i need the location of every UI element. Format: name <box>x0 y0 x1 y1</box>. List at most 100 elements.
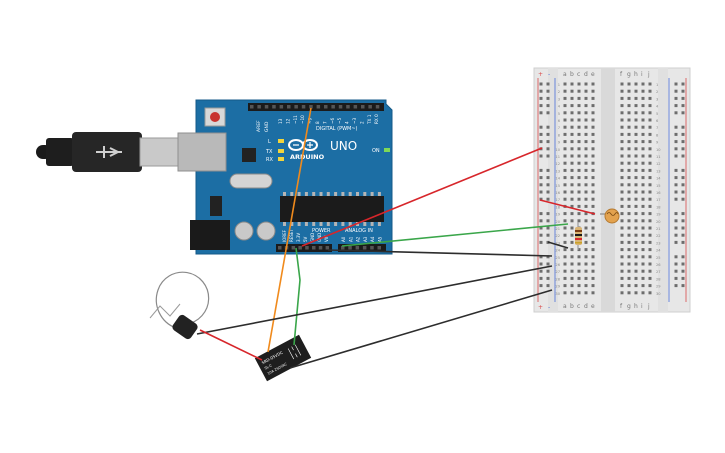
breadboard-hole[interactable] <box>563 226 567 230</box>
rail-hole[interactable] <box>681 154 685 158</box>
arduino-uno-board[interactable]: L TX RX ON ARDUINO UNO DIGITAL (PWM~) 13… <box>177 99 393 255</box>
breadboard-hole[interactable] <box>634 262 638 266</box>
breadboard-hole[interactable] <box>634 82 638 86</box>
breadboard-hole[interactable] <box>577 118 581 122</box>
breadboard-hole[interactable] <box>591 226 595 230</box>
breadboard-hole[interactable] <box>627 269 631 273</box>
breadboard-hole[interactable] <box>634 161 638 165</box>
breadboard-hole[interactable] <box>620 233 624 237</box>
breadboard-hole[interactable] <box>563 240 567 244</box>
rail-hole[interactable] <box>539 111 543 115</box>
rail-hole[interactable] <box>546 233 550 237</box>
breadboard-hole[interactable] <box>648 190 652 194</box>
breadboard-hole[interactable] <box>584 226 588 230</box>
breadboard-hole[interactable] <box>577 104 581 108</box>
breadboard-hole[interactable] <box>641 276 645 280</box>
rail-hole[interactable] <box>674 132 678 136</box>
rail-hole[interactable] <box>681 168 685 172</box>
breadboard-hole[interactable] <box>648 204 652 208</box>
breadboard-hole[interactable] <box>570 125 574 129</box>
breadboard-hole[interactable] <box>627 248 631 252</box>
breadboard-hole[interactable] <box>563 82 567 86</box>
breadboard-hole[interactable] <box>627 118 631 122</box>
breadboard-hole[interactable] <box>577 284 581 288</box>
breadboard-hole[interactable] <box>584 111 588 115</box>
breadboard-hole[interactable] <box>620 284 624 288</box>
rail-hole[interactable] <box>674 269 678 273</box>
breadboard-hole[interactable] <box>620 212 624 216</box>
breadboard-hole[interactable] <box>577 197 581 201</box>
rail-hole[interactable] <box>681 262 685 266</box>
breadboard-hole[interactable] <box>641 262 645 266</box>
breadboard-hole[interactable] <box>634 168 638 172</box>
breadboard-hole[interactable] <box>634 89 638 93</box>
breadboard-hole[interactable] <box>570 89 574 93</box>
breadboard-hole[interactable] <box>570 219 574 223</box>
breadboard-hole[interactable] <box>620 176 624 180</box>
rail-hole[interactable] <box>674 262 678 266</box>
breadboard-hole[interactable] <box>584 269 588 273</box>
breadboard-hole[interactable] <box>648 212 652 216</box>
header-hole[interactable] <box>355 246 360 250</box>
rail-hole[interactable] <box>539 269 543 273</box>
breadboard-hole[interactable] <box>641 132 645 136</box>
breadboard-hole[interactable] <box>563 183 567 187</box>
breadboard-hole[interactable] <box>620 276 624 280</box>
breadboard-hole[interactable] <box>584 284 588 288</box>
breadboard-hole[interactable] <box>627 183 631 187</box>
header-hole[interactable] <box>287 105 291 109</box>
breadboard-hole[interactable] <box>577 96 581 100</box>
breadboard-hole[interactable] <box>648 96 652 100</box>
breadboard-hole[interactable] <box>634 183 638 187</box>
rail-hole[interactable] <box>546 89 550 93</box>
breadboard-hole[interactable] <box>591 89 595 93</box>
breadboard-hole[interactable] <box>634 269 638 273</box>
breadboard-hole[interactable] <box>641 291 645 295</box>
breadboard-hole[interactable] <box>584 291 588 295</box>
breadboard-hole[interactable] <box>591 168 595 172</box>
breadboard-hole[interactable] <box>634 111 638 115</box>
breadboard-hole[interactable] <box>641 147 645 151</box>
breadboard-hole[interactable] <box>641 255 645 259</box>
breadboard-hole[interactable] <box>620 269 624 273</box>
rail-hole[interactable] <box>539 262 543 266</box>
rail-hole[interactable] <box>546 255 550 259</box>
breadboard-hole[interactable] <box>634 147 638 151</box>
header-hole[interactable] <box>250 105 254 109</box>
breadboard-hole[interactable] <box>627 89 631 93</box>
breadboard-hole[interactable] <box>648 262 652 266</box>
wire-green-5v-relay[interactable] <box>293 247 301 346</box>
breadboard-hole[interactable] <box>563 147 567 151</box>
breadboard-hole[interactable] <box>577 212 581 216</box>
breadboard-hole[interactable] <box>634 197 638 201</box>
relay-module[interactable]: SRD-05VDC SL-C 10A 250VAC <box>254 334 312 382</box>
rail-hole[interactable] <box>681 255 685 259</box>
breadboard-hole[interactable] <box>563 276 567 280</box>
breadboard-hole[interactable] <box>591 291 595 295</box>
header-hole[interactable] <box>294 105 298 109</box>
breadboard-hole[interactable] <box>648 248 652 252</box>
breadboard-hole[interactable] <box>577 140 581 144</box>
breadboard-hole[interactable] <box>627 204 631 208</box>
breadboard-hole[interactable] <box>648 240 652 244</box>
rail-hole[interactable] <box>539 125 543 129</box>
header-hole[interactable] <box>346 105 350 109</box>
breadboard-hole[interactable] <box>584 233 588 237</box>
breadboard-hole[interactable] <box>648 284 652 288</box>
header-hole[interactable] <box>312 246 316 250</box>
breadboard-hole[interactable] <box>641 226 645 230</box>
breadboard-hole[interactable] <box>620 240 624 244</box>
breadboard-hole[interactable] <box>648 118 652 122</box>
rail-hole[interactable] <box>539 212 543 216</box>
rail-hole[interactable] <box>681 240 685 244</box>
breadboard-hole[interactable] <box>570 82 574 86</box>
breadboard-hole[interactable] <box>641 176 645 180</box>
rail-hole[interactable] <box>681 176 685 180</box>
breadboard-hole[interactable] <box>648 168 652 172</box>
breadboard-hole[interactable] <box>584 183 588 187</box>
rail-hole[interactable] <box>674 125 678 129</box>
breadboard-hole[interactable] <box>641 154 645 158</box>
rail-hole[interactable] <box>539 154 543 158</box>
rail-hole[interactable] <box>539 176 543 180</box>
breadboard-hole[interactable] <box>591 147 595 151</box>
